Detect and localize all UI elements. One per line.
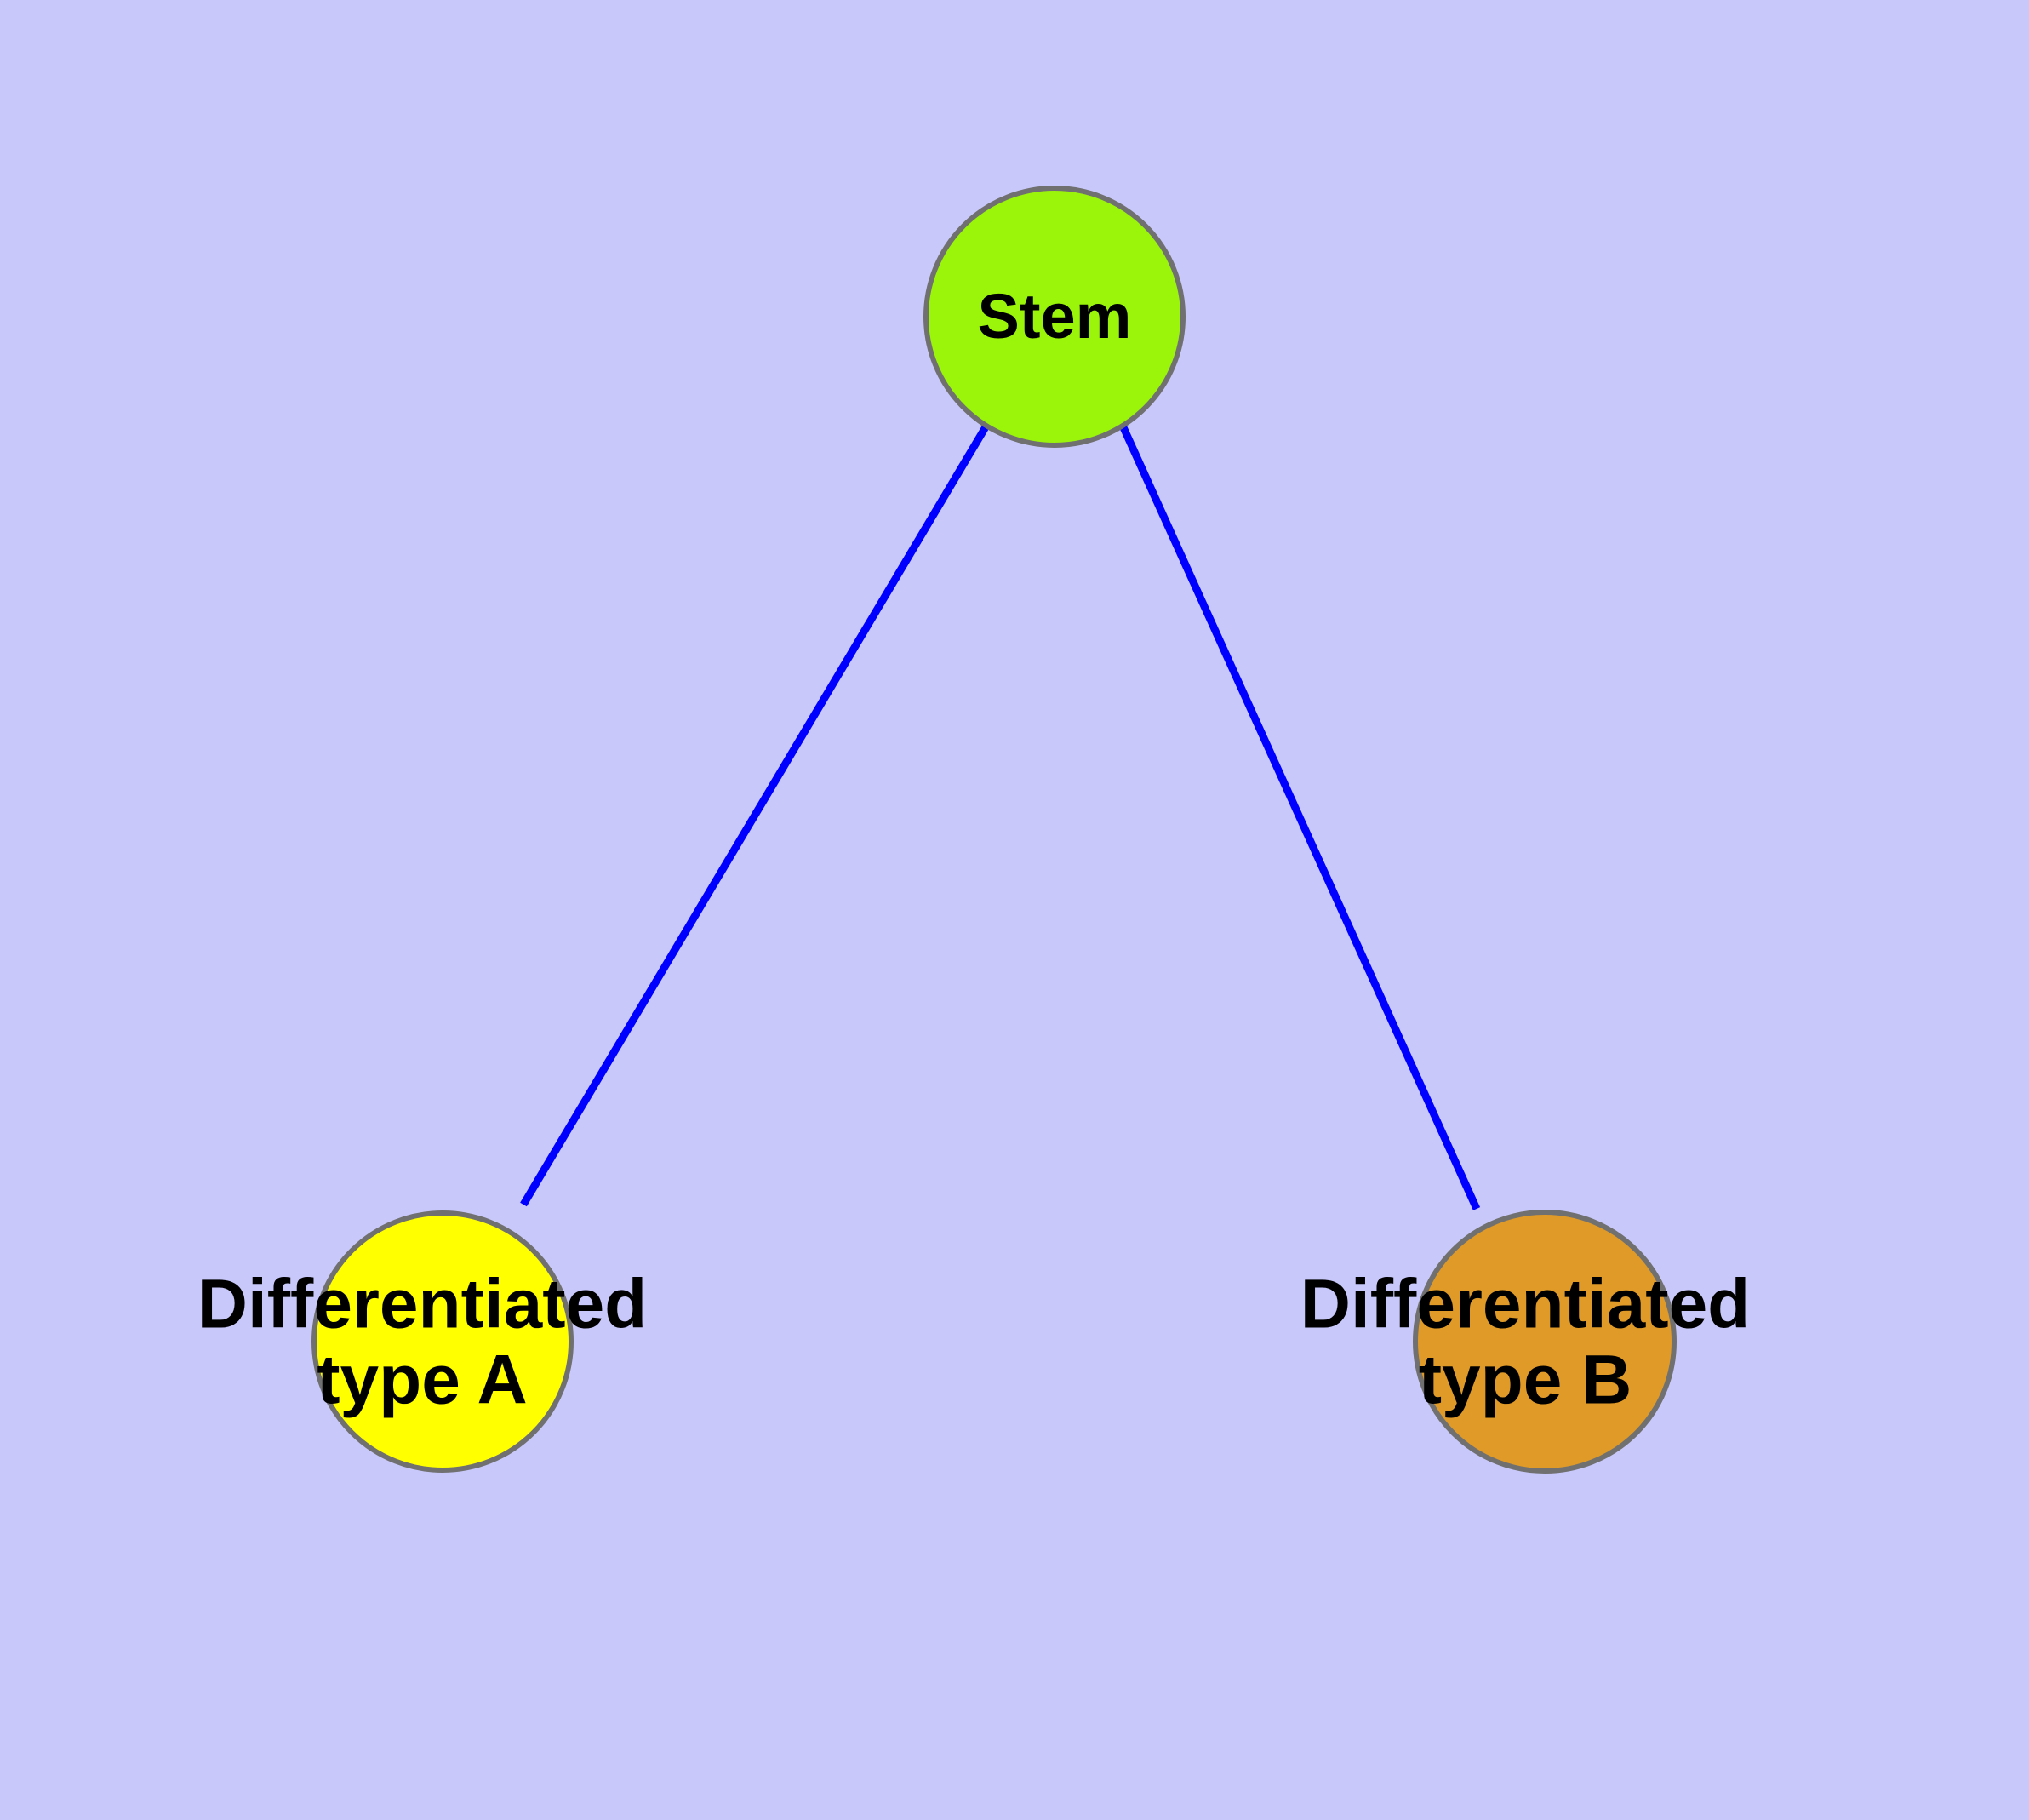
node-diff-type-a[interactable] — [311, 1210, 574, 1473]
edges-group — [520, 423, 1481, 1210]
edge-stem-to-type-b[interactable] — [1118, 424, 1481, 1210]
node-diff-type-b[interactable] — [1413, 1210, 1677, 1474]
edge-stem-to-type-a[interactable] — [520, 423, 990, 1207]
nodes-group — [311, 186, 1677, 1474]
node-stem[interactable] — [923, 186, 1186, 448]
